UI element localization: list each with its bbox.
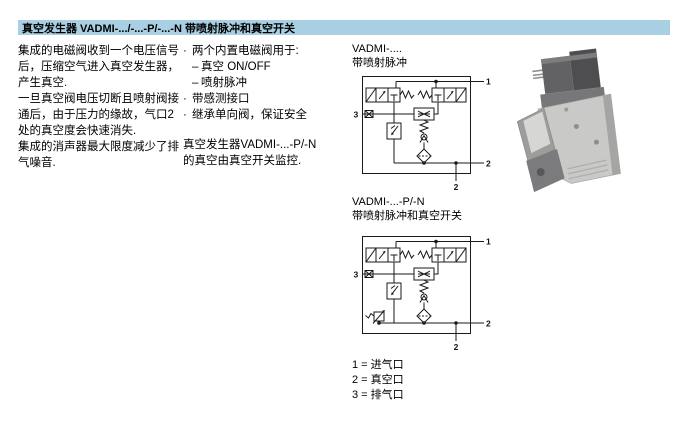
enclosure-box	[362, 236, 471, 334]
screw	[564, 107, 569, 112]
legend-item: 3 = 排气口	[352, 389, 404, 401]
pneumatic-circuit-diagram-1: 1 3 2 2	[354, 76, 491, 192]
ejector-pulse-solenoid-valve-symbol	[417, 87, 467, 103]
bullet-icon: ·	[183, 109, 187, 121]
ejector-nozzle-symbol	[386, 122, 402, 140]
feature-item: · 带感测接口	[183, 93, 250, 105]
port-label-1: 1	[486, 77, 491, 87]
muffler-slits	[567, 159, 609, 180]
port-label-3: 3	[354, 110, 359, 120]
diagram1-title-line1: VADMI-....	[352, 43, 402, 55]
intro-paragraph: 一旦真空阀电压切断且喷射阀接通后，由于压力的缘故，气口2处的真空度会快速消失.	[18, 93, 179, 137]
feature-item: · 两个内置电磁阀用于:	[183, 45, 299, 57]
section-header-bar: 真空发生器 VADMI-.../-...-P/-...-N 带喷射脉冲和真空开关	[18, 20, 670, 35]
port-opening	[536, 168, 545, 177]
feature-subitem: – 喷射脉冲	[192, 77, 247, 89]
enclosure-box	[362, 76, 471, 174]
solenoid-coil	[540, 55, 574, 95]
feature-subitem: – 真空 ON/OFF	[192, 61, 271, 73]
port-label-3: 3	[354, 270, 359, 280]
muffler-icon	[364, 270, 374, 278]
port-label-2: 2	[486, 319, 491, 329]
product-photo	[516, 48, 621, 193]
pulse-throttle-valve-symbol	[413, 107, 435, 121]
ejector-nozzle-symbol	[386, 282, 402, 300]
muffler-icon	[364, 110, 374, 118]
screw	[593, 139, 599, 145]
bullet-icon: ·	[183, 45, 187, 57]
filter-symbol	[416, 308, 432, 324]
vacuum-solenoid-valve-symbol	[365, 87, 415, 103]
port-label-2b: 2	[454, 182, 459, 192]
port-label-2b: 2	[454, 342, 459, 352]
dash-icon: –	[192, 61, 199, 73]
port-legend: 1 = 进气口 2 = 真空口 3 = 排气口	[352, 358, 404, 403]
bullet-icon: ·	[183, 93, 187, 105]
diagram2-title-line1: VADMI-...-P/-N	[352, 196, 425, 208]
feature-item: · 继承单向阀，保证安全	[183, 109, 307, 121]
dash-icon: –	[192, 77, 199, 89]
ejector-pulse-solenoid-valve-symbol	[417, 247, 467, 263]
intro-paragraph: 集成的电磁阀收到一个电压信号后，压缩空气进入真空发生器，产生真空.	[18, 45, 179, 89]
legend-item: 1 = 进气口	[352, 359, 404, 371]
screw	[573, 123, 579, 129]
bottom-port-block	[526, 148, 565, 193]
diagram2-title-line2: 带喷射脉冲和真空开关	[352, 210, 462, 222]
intro-column: 集成的电磁阀收到一个电压信号后，压缩空气进入真空发生器，产生真空. 一旦真空阀电…	[18, 43, 184, 171]
diagram1-title-line2: 带喷射脉冲	[352, 57, 407, 69]
check-valve-symbol	[418, 279, 430, 309]
check-valve-symbol	[418, 119, 430, 149]
legend-item: 2 = 真空口	[352, 374, 404, 386]
vacuum-solenoid-valve-symbol	[365, 247, 415, 263]
port-label-1: 1	[486, 237, 491, 247]
intro-paragraph: 集成的消声器最大限度减少了排气噪音.	[18, 141, 179, 169]
filter-symbol	[416, 148, 432, 164]
vacuum-switch-symbol	[365, 310, 385, 325]
connector-pins	[532, 69, 545, 80]
monitoring-note: 真空发生器VADMI-...-P/-N 的真空由真空开关监控.	[183, 139, 317, 167]
pneumatic-circuit-diagram-2: 1 3 2 2	[354, 236, 491, 352]
pulse-throttle-valve-symbol	[413, 267, 435, 281]
page-title: 真空发生器 VADMI-.../-...-P/-...-N 带喷射脉冲和真空开关	[22, 22, 295, 35]
valve-adapter	[540, 86, 606, 109]
port-label-2: 2	[486, 159, 491, 169]
features-column: · 两个内置电磁阀用于: – 真空 ON/OFF – 喷射脉冲 · 带感测接口 …	[183, 43, 353, 169]
